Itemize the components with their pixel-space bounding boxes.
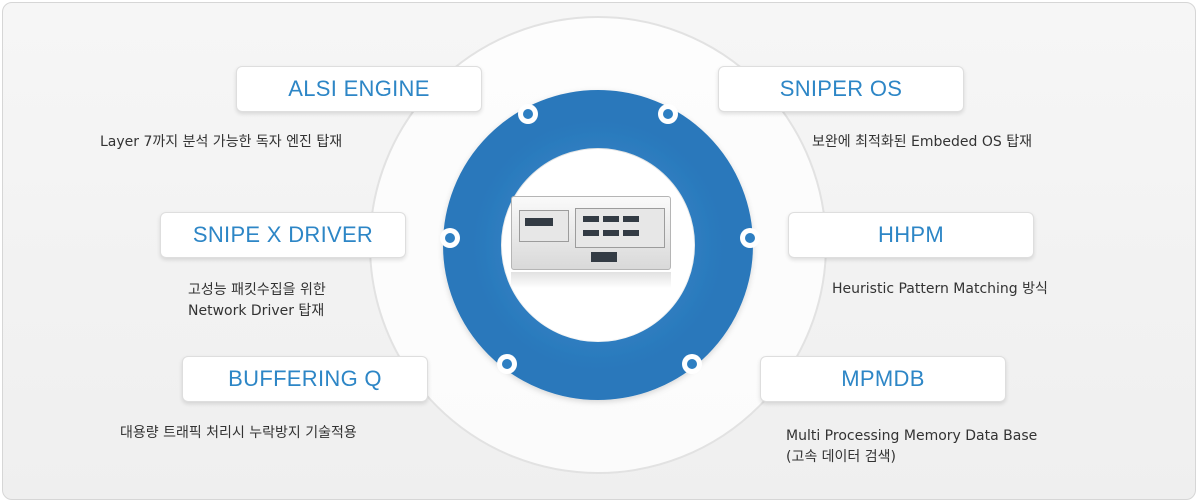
feature-box-mpmdb: MPMDB	[760, 356, 1006, 402]
feature-box-snipe-x-driver: SNIPE X DRIVER	[160, 212, 406, 258]
feature-desc-mpmdb: Multi Processing Memory Data Base (고속 데이…	[786, 428, 1038, 465]
server-appliance-image	[511, 196, 671, 288]
feature-desc-buffering-q: 대용량 트래픽 처리시 누락방지 기술적용	[120, 425, 357, 441]
feature-desc-snipe-x-driver: 고성능 패킷수집을 위한 Network Driver 탑재	[188, 282, 326, 319]
feature-box-sniper-os: SNIPER OS	[718, 66, 964, 112]
feature-box-buffering-q: BUFFERING Q	[182, 356, 428, 402]
feature-title-sniper-os: SNIPER OS	[779, 76, 903, 101]
blue-ring	[443, 90, 753, 400]
feature-box-hhpm: HHPM	[788, 212, 1034, 258]
feature-title-buffering-q: BUFFERING Q	[228, 366, 382, 391]
feature-title-mpmdb: MPMDB	[841, 366, 925, 391]
feature-title-alsi-engine: ALSI ENGINE	[288, 76, 430, 101]
feature-desc-alsi-engine: Layer 7까지 분석 가능한 독자 엔진 탑재	[100, 134, 343, 150]
feature-desc-hhpm: Heuristic Pattern Matching 방식	[832, 281, 1048, 297]
feature-title-hhpm: HHPM	[878, 222, 944, 247]
ring-connector-dots	[440, 104, 760, 374]
feature-desc-sniper-os: 보완에 최적화된 Embeded OS 탑재	[812, 134, 1032, 150]
feature-title-snipe-x-driver: SNIPE X DRIVER	[192, 222, 374, 247]
feature-box-alsi-engine: ALSI ENGINE	[236, 66, 482, 112]
